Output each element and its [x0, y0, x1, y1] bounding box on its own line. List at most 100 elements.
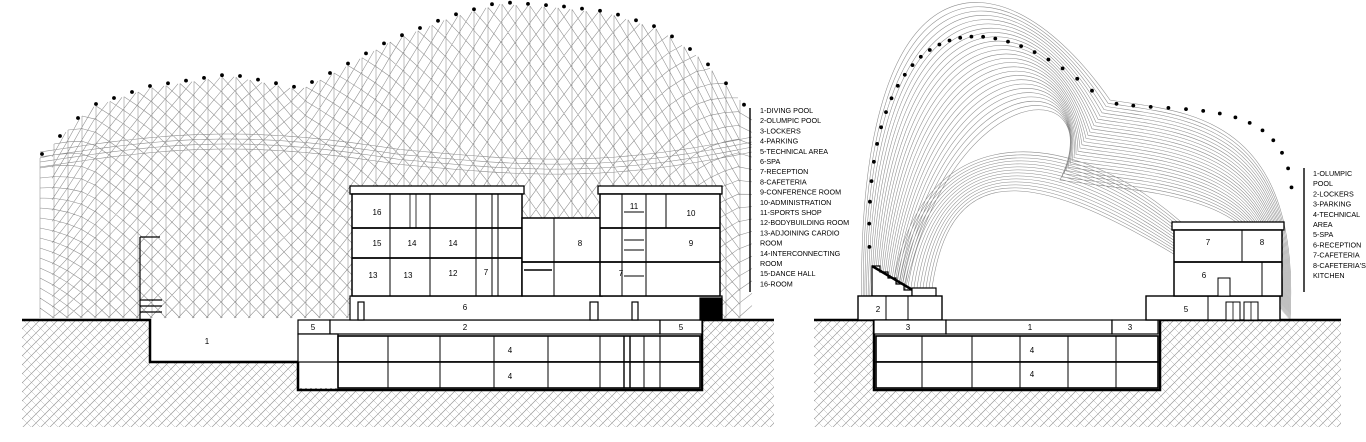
shell-node: [490, 2, 494, 7]
left-shell-nodes: [40, 0, 746, 156]
shell-node: [166, 81, 170, 86]
shell-node: [981, 34, 985, 39]
shell-node: [879, 125, 883, 130]
lattice-members: [39, 3, 753, 319]
shell-node: [742, 102, 746, 107]
legend-entry: 10-ADMINISTRATION: [760, 198, 831, 207]
left-room-labels: 16 15 14 14 13 13 12 7 11 10 9 8 7 6 5 5…: [205, 202, 696, 381]
legend-entry: ROOM: [760, 239, 782, 248]
diving-tower: [139, 236, 162, 320]
shell-node: [652, 24, 656, 28]
legend-entry: 8-CAFETERIA'S: [1313, 261, 1366, 270]
shell-node: [1032, 50, 1037, 54]
shell-node: [895, 83, 900, 88]
legend-entry: 2-LOCKERS: [1313, 189, 1354, 198]
room-label: 2: [463, 323, 468, 332]
room-label: 14: [449, 239, 458, 248]
shell-node: [1114, 101, 1119, 106]
legend-entry: 11-SPORTS SHOP: [760, 208, 822, 217]
right-pool-level: [873, 319, 1159, 335]
legend-entry: 16-ROOM: [760, 279, 793, 288]
room-label: 10: [687, 209, 696, 218]
shell-node: [1271, 138, 1276, 143]
legend-entry: 7-CAFETERIA: [1313, 251, 1360, 260]
right-parking-levels: [875, 335, 1159, 389]
shell-node: [436, 18, 440, 23]
pool-level: [297, 319, 703, 363]
room-label: 5: [679, 323, 684, 332]
shell-node: [724, 81, 728, 86]
room-label: 4: [1030, 370, 1035, 379]
legend-entry: 6-SPA: [760, 157, 780, 166]
shell-node: [1247, 121, 1252, 125]
shell-node: [472, 7, 476, 12]
room-label: 7: [1206, 238, 1211, 247]
legend-entry: 4-TECHNICAL: [1313, 210, 1360, 219]
stands: [857, 264, 943, 321]
shell-node: [688, 47, 692, 51]
shell-node: [598, 8, 602, 13]
shell-node: [1166, 106, 1171, 110]
shell-node: [292, 84, 296, 89]
shell-node: [256, 77, 260, 82]
shell-node: [274, 81, 278, 86]
legend-entry: 4-PARKING: [760, 137, 799, 146]
shell-node: [1060, 66, 1065, 71]
legend-entry: 12-BODYBUILDING ROOM: [760, 218, 849, 227]
shell-node: [184, 78, 188, 83]
shell-node: [1131, 103, 1136, 108]
right-building-block: [1171, 221, 1285, 297]
legend-entry: 15-DANCE HALL: [760, 269, 816, 278]
shell-node: [884, 110, 888, 114]
shell-node: [1046, 57, 1051, 62]
shell-node: [634, 18, 638, 23]
room-label: 13: [369, 271, 378, 280]
room-label: 1: [205, 337, 210, 346]
shell-node: [58, 134, 62, 138]
building-middle-block: [521, 217, 603, 297]
shell-node: [902, 72, 907, 77]
legend-entry: KITCHEN: [1313, 271, 1345, 280]
shell-node: [400, 33, 404, 38]
shell-node: [927, 48, 932, 52]
room-label: 5: [1184, 305, 1189, 314]
shell-node: [867, 245, 872, 249]
room-label: 4: [508, 372, 513, 381]
shell-node: [1006, 39, 1010, 44]
room-label: 7: [484, 268, 489, 277]
legend-entry: 5-TECHNICAL AREA: [760, 147, 828, 156]
shell-node: [238, 74, 242, 78]
room-label: 8: [1260, 238, 1265, 247]
shell-node: [969, 34, 974, 39]
legend-entry: 8-CAFETERIA: [760, 177, 807, 186]
room-label: 3: [1128, 323, 1133, 332]
shell-node: [869, 179, 874, 184]
right-room-labels: 7 8 6 5 2 3 3 1 4 4: [876, 238, 1265, 379]
legend-entry: AREA: [1313, 220, 1333, 229]
shell-node: [1019, 44, 1023, 48]
left-shell-lattice: [39, 3, 753, 319]
room-label: 7: [619, 269, 624, 278]
legend-entry: 7-RECEPTION: [760, 167, 808, 176]
shell-node: [1280, 150, 1284, 155]
right-shell-nodes: [867, 34, 1294, 249]
shell-node: [1217, 111, 1222, 116]
shell-node: [112, 96, 116, 100]
shell-node: [202, 76, 206, 80]
room-label: 6: [463, 303, 468, 312]
legend-entry: 13-ADJOINING CARDIO: [760, 228, 840, 237]
legend-entry: POOL: [1313, 179, 1333, 188]
legend-entry: 14-INTERCONNECTING: [760, 249, 841, 258]
shell-node: [526, 2, 530, 6]
shell-node: [1260, 128, 1265, 133]
legend-entry: 1-OLUMPIC: [1313, 169, 1352, 178]
right-spa-floor: [1145, 295, 1281, 321]
legend-entry: 1-DIVING POOL: [760, 106, 813, 115]
room-label: 6: [1202, 271, 1207, 280]
shell-node: [1286, 166, 1290, 171]
shell-node: [346, 61, 350, 66]
shell-node: [382, 41, 386, 46]
shell-node: [910, 63, 915, 67]
